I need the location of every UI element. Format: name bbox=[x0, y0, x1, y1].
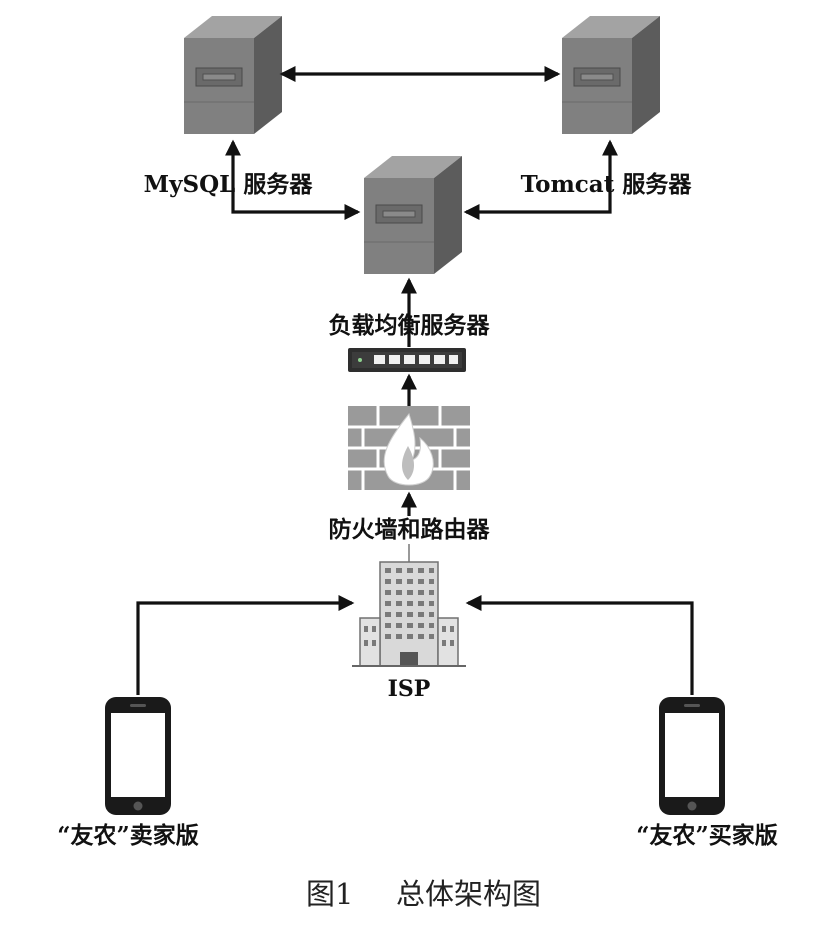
tomcat-loadbalancer-arrow bbox=[463, 139, 618, 220]
seller-to-isp-arrow bbox=[136, 595, 355, 695]
tomcat-server-label: Tomcat 服务器 bbox=[521, 171, 693, 198]
firewall-icon bbox=[348, 406, 470, 490]
mysql-loadbalancer-arrow bbox=[225, 139, 361, 220]
network-switch-icon bbox=[348, 348, 466, 372]
firewall-router-label: 防火墙和路由器 bbox=[329, 516, 491, 543]
seller-smartphone-icon bbox=[105, 697, 171, 815]
buyer-smartphone-icon bbox=[659, 697, 725, 815]
load-balancer-label: 负载均衡服务器 bbox=[329, 312, 491, 339]
mysql-server-icon bbox=[184, 16, 282, 134]
tomcat-server-icon bbox=[562, 16, 660, 134]
isp-label: ISP bbox=[388, 676, 431, 702]
buyer-to-isp-arrow bbox=[465, 595, 694, 695]
buyer-app-label: “友农”买家版 bbox=[636, 822, 777, 849]
seller-app-label: “友农”卖家版 bbox=[57, 822, 198, 849]
figure-number: 图1 bbox=[306, 877, 353, 911]
load-balancer-server-icon bbox=[364, 156, 462, 274]
mysql-server-label: MySQL 服务器 bbox=[144, 171, 314, 198]
figure-title: 总体架构图 bbox=[396, 877, 541, 911]
office-building-icon bbox=[352, 544, 466, 667]
